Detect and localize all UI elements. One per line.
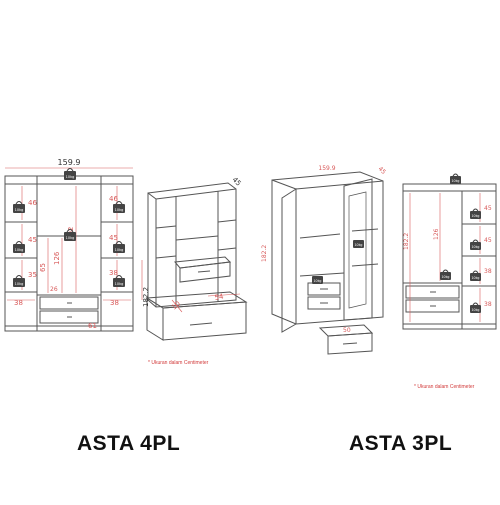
badge-label: 10kg xyxy=(472,245,480,249)
weight-icon: 10kg xyxy=(64,168,76,180)
weight-icon: 10kg xyxy=(440,269,451,280)
dim-width: 159.9 xyxy=(58,158,81,167)
dim-depth: 45 xyxy=(377,165,387,175)
weight-icon: 10kg xyxy=(113,241,125,253)
dim-right-shelf-a: 46 xyxy=(109,195,118,203)
dim-left-bottom: 38 xyxy=(14,299,23,307)
weight-icon: 10kg xyxy=(353,240,364,248)
badge-label: 10kg xyxy=(115,282,124,286)
weight-icon: 10kg xyxy=(13,275,25,287)
dim-depth: 45 xyxy=(231,176,243,188)
dim-shelf-d: 38 xyxy=(484,301,492,308)
weight-icon: 10kg xyxy=(13,201,25,213)
dim-drawer-width: 54 xyxy=(214,292,225,302)
weight-icon: 10kg xyxy=(64,229,76,241)
dim-left-shelf-b: 45 xyxy=(28,236,37,244)
weight-icon: 10kg xyxy=(470,208,481,219)
dim-height: 182.2 xyxy=(403,233,410,250)
asta-4pl-perspective-view xyxy=(145,182,248,341)
badge-label: 10kg xyxy=(15,208,24,212)
weight-icon: 10kg xyxy=(470,302,481,313)
dim-bottom: 61 xyxy=(88,322,97,330)
asta-4pl-perspective-dimensions xyxy=(141,260,241,313)
dim-height: 182.2 xyxy=(142,287,150,307)
weight-icon: 10kg xyxy=(450,173,461,184)
dim-center-a: 65 xyxy=(39,263,47,272)
dim-width: 159.9 xyxy=(318,165,335,172)
asta-3pl-front-dimensions xyxy=(409,193,481,322)
asta-3pl-perspective-view xyxy=(271,171,384,355)
dim-height: 182.2 xyxy=(261,245,268,262)
dim-center-height: 126 xyxy=(433,228,440,240)
dim-drawer-depth: 10 xyxy=(170,300,182,312)
dim-shelf-b: 45 xyxy=(484,237,492,244)
badge-label: 10kg xyxy=(66,236,75,240)
dim-right-shelf-c: 38 xyxy=(109,269,118,277)
weight-icon: 10kg xyxy=(113,275,125,287)
product-title-asta-4pl: ASTA 4PL xyxy=(77,432,181,455)
weight-icon: 10kg xyxy=(113,201,125,213)
badge-label: 10kg xyxy=(15,248,24,252)
dim-right-shelf-d: 38 xyxy=(110,299,119,307)
badge-label: 10kg xyxy=(472,276,480,280)
weight-icon: 10kg xyxy=(312,276,323,284)
badge-label: 10kg xyxy=(15,282,24,286)
dim-shelf-a: 45 xyxy=(484,205,492,212)
badge-label: 10kg xyxy=(66,175,75,179)
badge-label: 10kg xyxy=(442,275,450,279)
dim-center-b: 126 xyxy=(53,251,61,265)
unit-note-asta-4pl: * Ukuran dalam Centimeter xyxy=(148,360,209,366)
badge-label: 10kg xyxy=(115,208,124,212)
dim-drawer-label: 50 xyxy=(343,327,351,334)
badge-label: 10kg xyxy=(314,279,322,283)
dim-drawer-center: 26 xyxy=(50,286,58,293)
dim-shelf-c: 38 xyxy=(484,268,492,275)
asta-4pl-front-view xyxy=(4,175,134,332)
dim-left-shelf-c: 35 xyxy=(28,271,37,279)
badge-label: 10kg xyxy=(452,179,460,183)
weight-icon: 10kg xyxy=(470,239,481,250)
weight-icon: 10kg xyxy=(13,241,25,253)
badge-label: 10kg xyxy=(355,243,363,247)
asta-4pl-load-badges: 10kg 10kg 10kg 10kg 10kg 10kg xyxy=(13,168,125,287)
badge-label: 10kg xyxy=(472,214,480,218)
dim-right-shelf-b: 45 xyxy=(109,234,118,242)
weight-icon: 10kg xyxy=(470,270,481,281)
product-title-asta-3pl: ASTA 3PL xyxy=(349,432,453,455)
unit-note-asta-3pl: * Ukuran dalam Centimeter xyxy=(414,384,475,390)
badge-label: 10kg xyxy=(115,248,124,252)
badge-label: 10kg xyxy=(472,308,480,312)
asta-3pl-load-badges: 10kg 10kg 10kg 10kg 10kg 10kg xyxy=(440,173,481,313)
asta-3pl-front-view xyxy=(402,183,497,330)
dim-left-shelf-a: 46 xyxy=(28,199,37,207)
